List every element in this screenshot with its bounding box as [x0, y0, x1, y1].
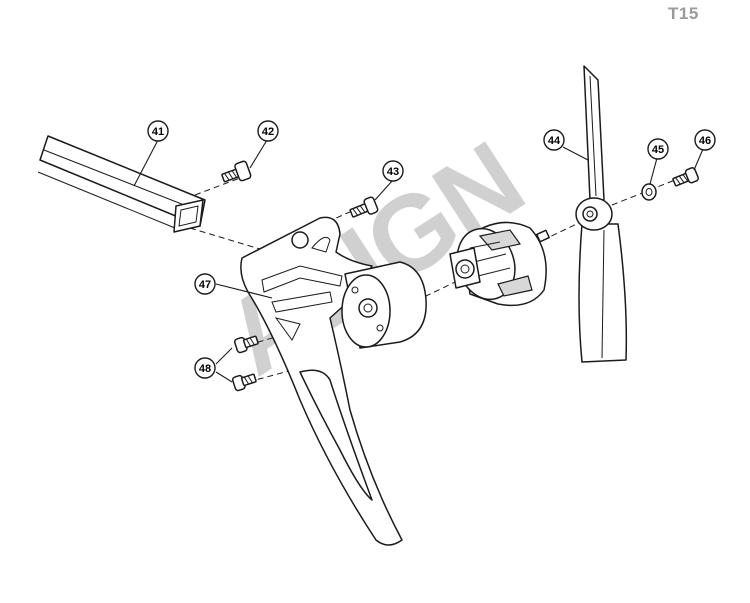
- leader-48-upper: [215, 347, 233, 365]
- screw-48-upper: [233, 335, 259, 354]
- motor-coil-2: [497, 275, 533, 297]
- propeller-blade-lower-edge: [601, 229, 605, 359]
- callout-48-label: 48: [199, 363, 211, 375]
- screw-42: [221, 160, 252, 183]
- housing-screw-hole-1: [351, 286, 359, 294]
- callout-48: 48: [194, 357, 216, 379]
- leader-42: [249, 139, 268, 169]
- fin-rib-2: [271, 291, 333, 313]
- screw-43-thread-lines: [352, 205, 366, 216]
- tail-boom: [37, 135, 206, 233]
- callout-41-label: 41: [152, 126, 164, 138]
- leader-46: [693, 148, 704, 171]
- tail-boom-edge: [43, 149, 203, 213]
- screw-48-lower-thread-lines: [243, 375, 253, 385]
- housing-screw-hole-2: [376, 324, 384, 332]
- tail-motor: [449, 221, 550, 307]
- page-code: T15: [668, 4, 699, 23]
- fin-cutout-1: [274, 317, 301, 341]
- screw-43-head: [363, 196, 379, 215]
- motor-pinion-center: [460, 264, 470, 274]
- callout-42: 42: [257, 120, 279, 142]
- motor-coil-1: [478, 229, 522, 251]
- axis-washer-screw: [611, 177, 681, 206]
- propeller-blade-upper-edge: [589, 75, 597, 197]
- fin-mount-slot: [311, 236, 331, 253]
- callouts: 41 42 43 44 45 46 47 48: [147, 120, 716, 379]
- washer-45-outer: [641, 183, 657, 201]
- motor-windings: [469, 241, 511, 277]
- callout-46-label: 46: [699, 135, 711, 147]
- callout-45: 45: [647, 138, 669, 160]
- screw-42-thread-lines: [224, 170, 238, 181]
- screw-46-thread-lines: [675, 174, 689, 185]
- callout-43: 43: [382, 160, 404, 182]
- housing-bore: [358, 298, 378, 318]
- callout-44-label: 44: [548, 135, 561, 147]
- tail-boom-end: [173, 199, 204, 233]
- motor-mount-housing: [341, 261, 427, 349]
- fin-cutout-2: [299, 369, 373, 501]
- washer-45-inner: [645, 188, 653, 196]
- leader-lines: [133, 139, 704, 383]
- axis-screw-42: [194, 177, 241, 196]
- washer-45: [641, 183, 657, 201]
- callout-47: 47: [194, 273, 216, 295]
- propeller-hub-center: [586, 210, 594, 218]
- leader-45: [649, 157, 658, 185]
- tail-boom-bottom-edge: [37, 171, 176, 229]
- callout-43-label: 43: [387, 166, 399, 178]
- leader-44: [562, 146, 589, 161]
- axis-boom-mount: [189, 227, 271, 253]
- motor-pinion: [455, 259, 475, 279]
- tail-propeller: [575, 65, 628, 363]
- screw-48-upper-thread-lines: [245, 337, 255, 347]
- callout-42-label: 42: [262, 126, 274, 138]
- tail-fin-mount: [240, 216, 403, 546]
- fin-rib-1: [261, 265, 343, 293]
- callout-46: 46: [694, 129, 716, 151]
- propeller-blade-upper: [583, 65, 605, 201]
- motor-shaft-end: [536, 229, 550, 243]
- leader-41: [133, 139, 159, 187]
- leader-47: [215, 283, 273, 299]
- screw-48-lower: [231, 373, 257, 392]
- leader-43: [374, 179, 394, 201]
- screw-46-head: [684, 167, 699, 184]
- callout-41: 41: [147, 120, 169, 142]
- screw-43: [349, 196, 379, 218]
- callout-44: 44: [543, 129, 565, 151]
- propeller-hub-bore: [582, 206, 598, 222]
- tail-boom-bore: [178, 205, 199, 227]
- screw-46: [672, 167, 699, 187]
- axis-screw-43: [317, 210, 353, 227]
- housing-bore-inner: [363, 303, 373, 313]
- screw-42-head: [234, 160, 252, 182]
- callout-45-label: 45: [652, 144, 664, 156]
- callout-47-label: 47: [199, 279, 211, 291]
- leader-48-lower: [215, 371, 233, 383]
- fin-mount-hole-1: [291, 231, 309, 249]
